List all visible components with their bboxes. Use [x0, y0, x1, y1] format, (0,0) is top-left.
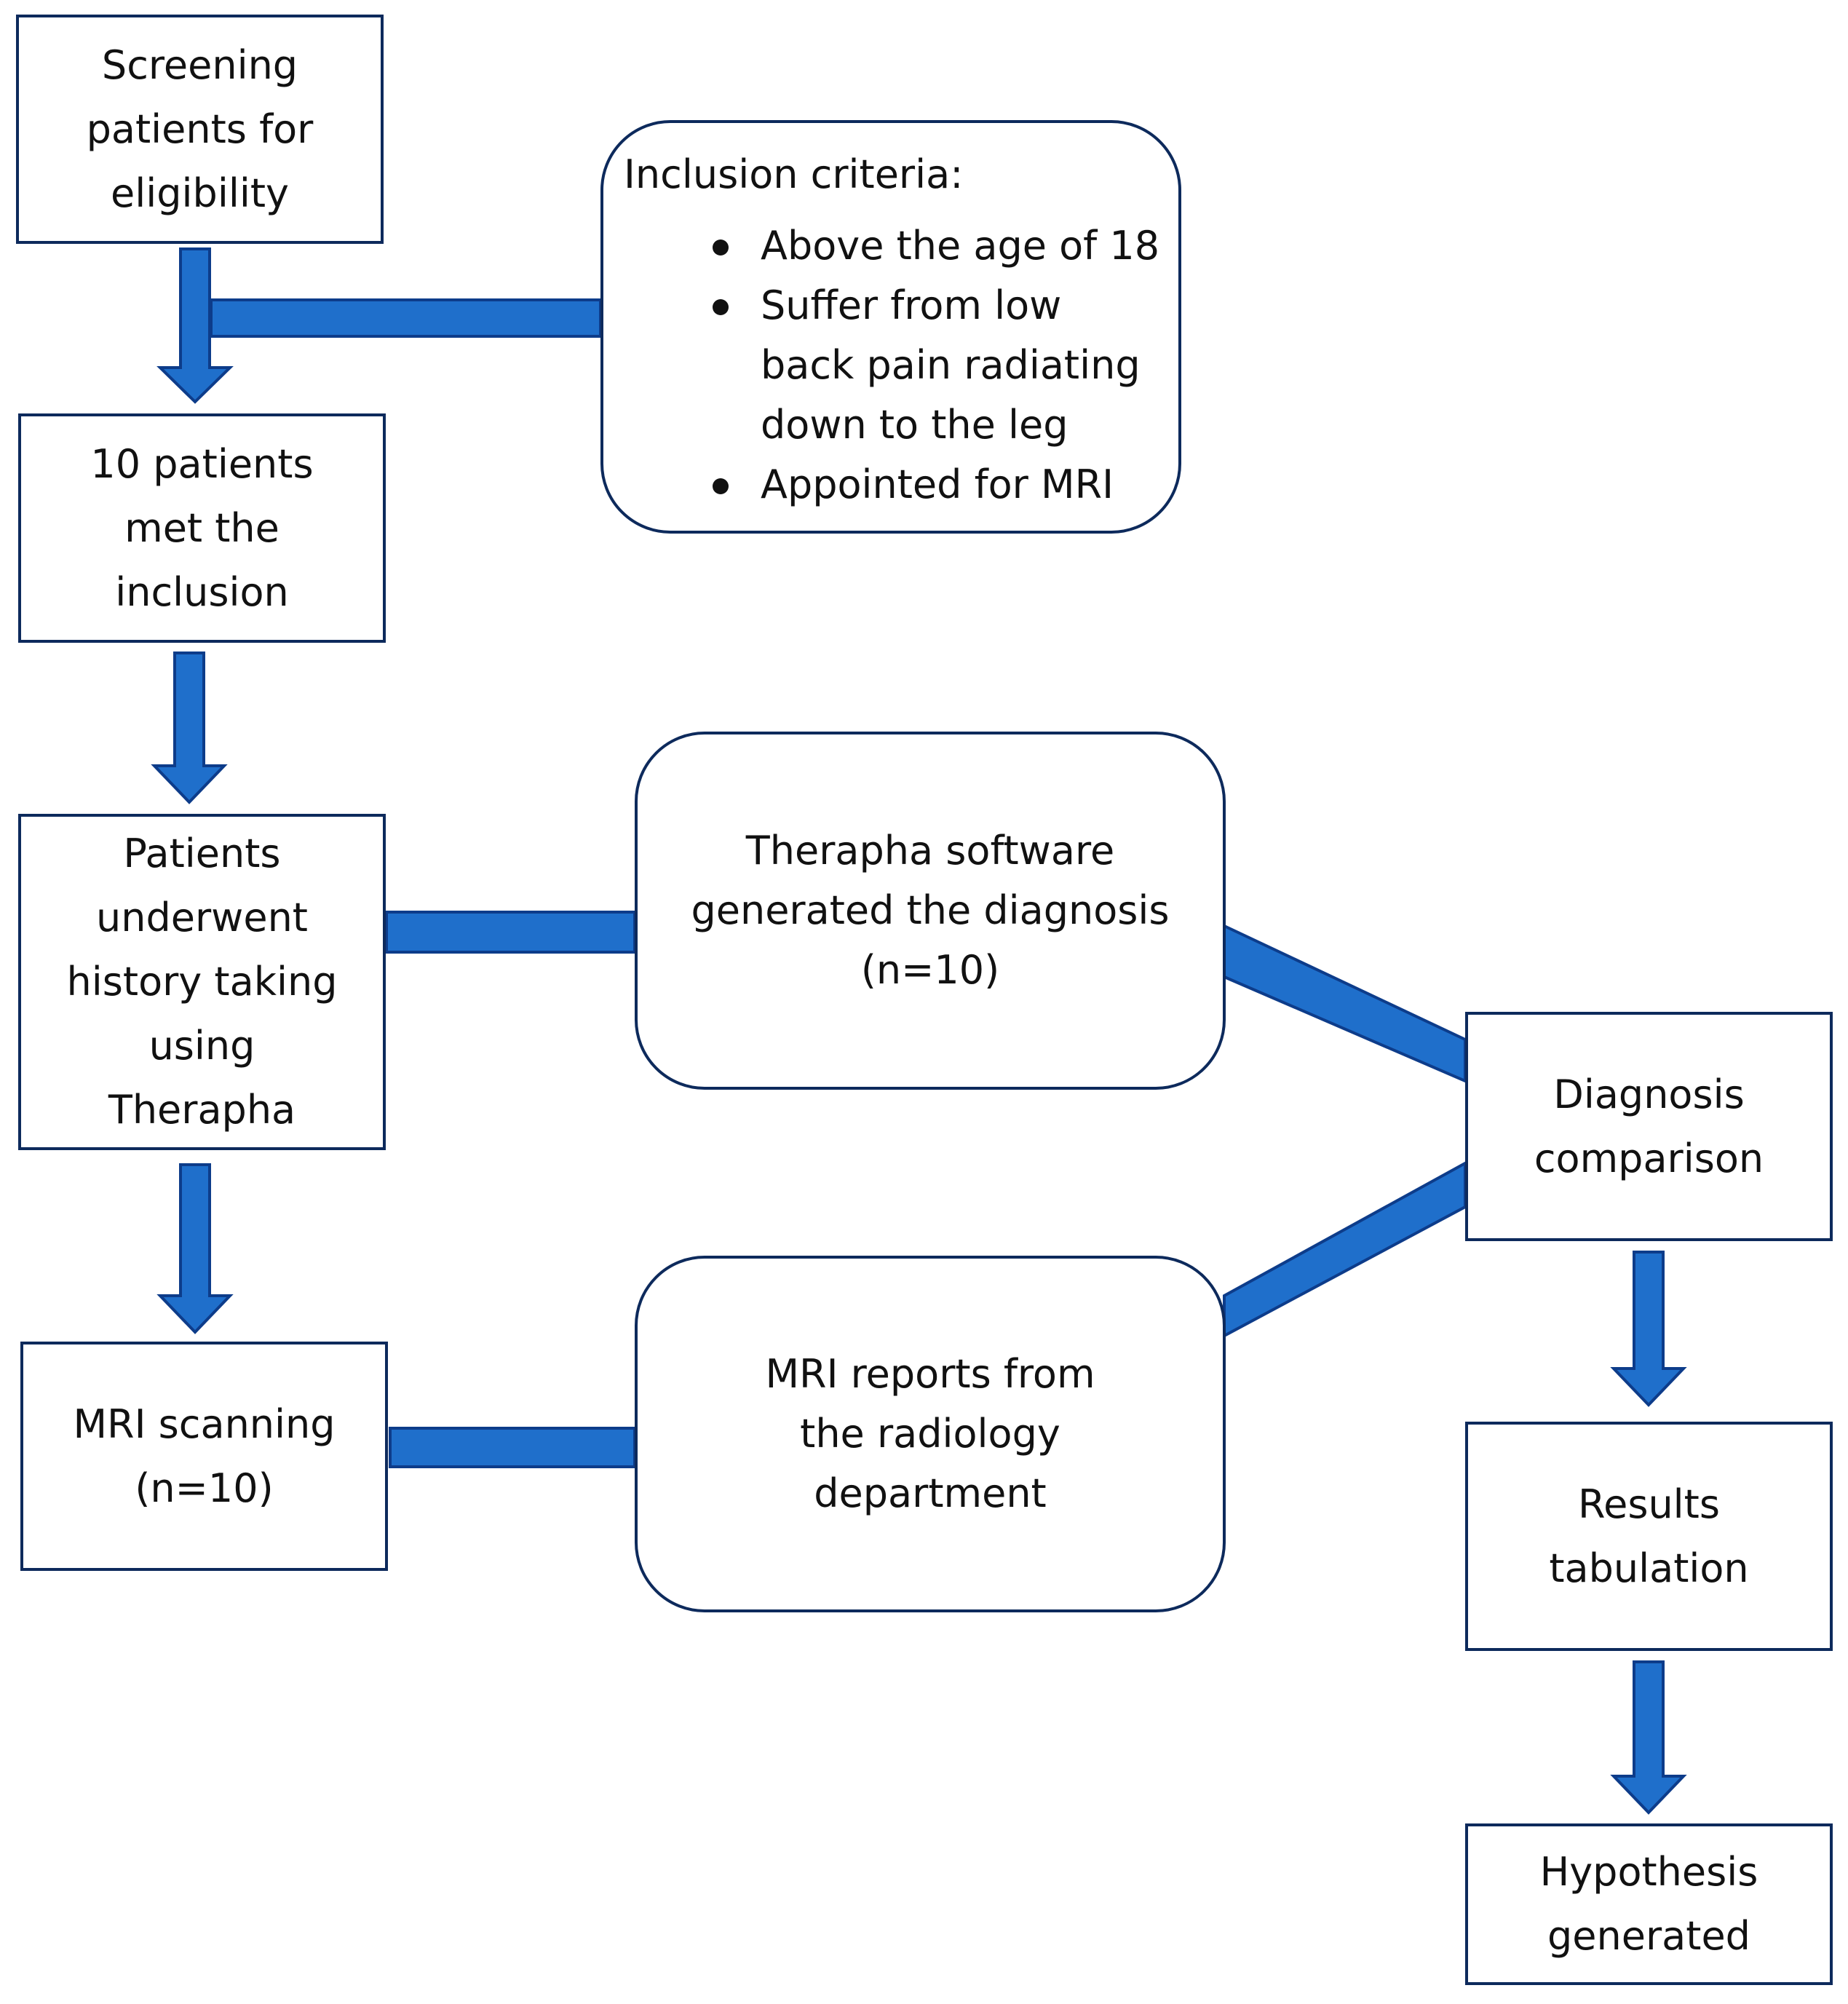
criteria-bullet-age: Above the age of 18: [624, 216, 1159, 276]
screening-box: Screening patients for eligibility: [16, 15, 384, 244]
diagnosis-comparison-box: Diagnosis comparison: [1465, 1012, 1833, 1241]
hypothesis-line-1: Hypothesis: [1539, 1849, 1758, 1895]
mri-reports-box: MRI reports from the radiology departmen…: [635, 1256, 1226, 1612]
software-line-3: (n=10): [860, 947, 1000, 993]
connector-software-to-comparison: [1223, 923, 1467, 1084]
met-line-3: inclusion: [115, 569, 289, 615]
inclusion-criteria-list: Above the age of 18 Suffer from low back…: [624, 216, 1159, 515]
results-tabulation-box: Results tabulation: [1465, 1422, 1833, 1651]
criteria-bullet-mri: Appointed for MRI: [624, 455, 1159, 515]
comparison-line-1: Diagnosis: [1553, 1071, 1745, 1117]
screening-line-3: eligibility: [111, 170, 289, 216]
patients-met-inclusion-box: 10 patients met the inclusion: [18, 413, 386, 643]
met-line-1: 10 patients: [90, 440, 314, 487]
history-line-4: using: [148, 1023, 255, 1069]
criteria-pain-line-1: Suffer from low: [761, 282, 1062, 328]
hypothesis-generated-box: Hypothesis generated: [1465, 1823, 1833, 1985]
history-line-1: Patients: [123, 831, 281, 876]
mri-line-1: MRI scanning: [73, 1401, 336, 1447]
criteria-pain-line-2: back pain radiating: [761, 342, 1141, 388]
arrow-screening-to-met: [156, 247, 234, 404]
inclusion-criteria-box: Inclusion criteria: Above the age of 18 …: [600, 120, 1181, 534]
reports-line-3: department: [814, 1470, 1047, 1516]
software-line-2: generated the diagnosis: [691, 887, 1170, 933]
criteria-age-line-1: Above the age of 18: [761, 223, 1160, 269]
met-line-2: met the: [124, 504, 279, 551]
arrow-history-to-mri: [156, 1163, 234, 1334]
arrow-comparison-to-tabulation: [1610, 1251, 1687, 1407]
connector-mri-to-reports: [389, 1427, 636, 1468]
arrow-tabulation-to-hypothesis: [1610, 1660, 1687, 1815]
screening-line-2: patients for: [86, 106, 314, 152]
mri-scanning-box: MRI scanning (n=10): [20, 1342, 388, 1571]
inclusion-criteria-title: Inclusion criteria:: [624, 151, 964, 197]
criteria-pain-line-3: down to the leg: [761, 402, 1068, 448]
mri-line-2: (n=10): [135, 1465, 274, 1511]
connector-criteria-to-screening-arrow: [210, 298, 602, 338]
tabulation-line-2: tabulation: [1549, 1545, 1749, 1591]
therapha-software-box: Therapha software generated the diagnosi…: [635, 732, 1226, 1090]
history-taking-box: Patients underwent history taking using …: [18, 814, 386, 1150]
tabulation-line-1: Results: [1578, 1481, 1720, 1527]
screening-line-1: Screening: [101, 41, 298, 88]
comparison-line-2: comparison: [1534, 1135, 1764, 1181]
software-line-1: Therapha software: [745, 828, 1115, 874]
history-line-3: history taking: [66, 959, 338, 1005]
history-line-2: underwent: [96, 895, 308, 940]
reports-line-1: MRI reports from: [765, 1351, 1095, 1397]
connector-history-to-software: [385, 911, 636, 954]
reports-line-2: the radiology: [800, 1411, 1060, 1457]
hypothesis-line-2: generated: [1547, 1913, 1750, 1959]
arrow-met-to-history: [151, 652, 228, 804]
connector-reports-to-comparison: [1223, 1160, 1467, 1339]
criteria-mri-line-1: Appointed for MRI: [761, 462, 1114, 507]
criteria-bullet-back-pain: Suffer from low back pain radiating down…: [624, 276, 1159, 455]
history-line-5: Therapha: [108, 1087, 296, 1133]
